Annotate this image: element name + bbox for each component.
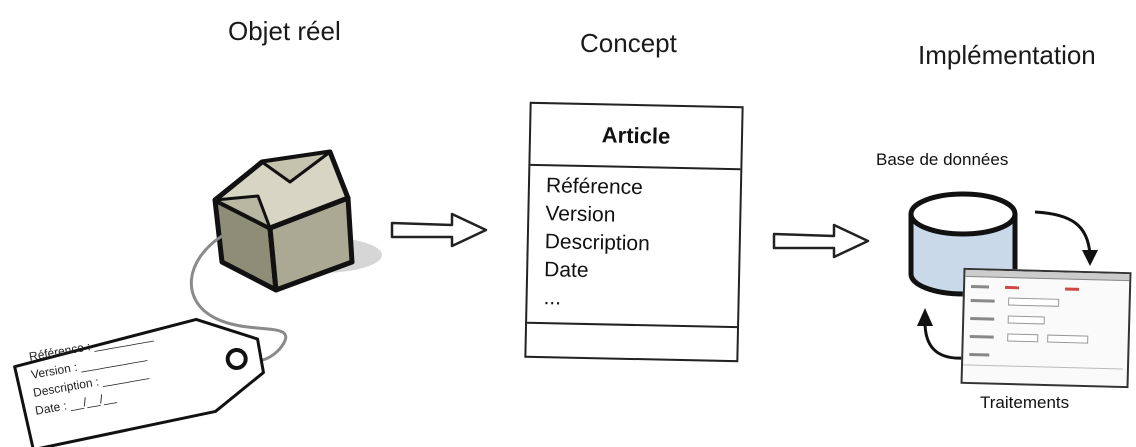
cycle-arrow-icon [917, 210, 1098, 360]
attribute-reference: Référence [545, 174, 644, 200]
arrow-right-icon [772, 222, 872, 262]
attribute-version: Version [545, 202, 616, 227]
attribute-date: Date [543, 258, 589, 283]
heading-concept: Concept [580, 28, 677, 58]
tag-icon [13, 317, 265, 447]
database-label: Base de données [876, 150, 1009, 169]
heading-real-object: Objet réel [228, 16, 341, 46]
class-box-article: Article Référence Version Description Da… [524, 101, 744, 363]
attribute-more: ... [543, 286, 562, 310]
arrow-right-icon [390, 210, 490, 250]
attribute-description: Description [544, 230, 651, 256]
processing-label: Traitements [980, 393, 1070, 412]
box-icon [212, 149, 355, 293]
heading-implementation: Implémentation [918, 40, 1096, 70]
class-name: Article [530, 103, 742, 171]
tag-string [190, 234, 288, 364]
form-screen-icon [960, 267, 1132, 389]
class-attributes: Référence Version Description Date ... [527, 165, 741, 329]
form-fields [962, 285, 1123, 370]
